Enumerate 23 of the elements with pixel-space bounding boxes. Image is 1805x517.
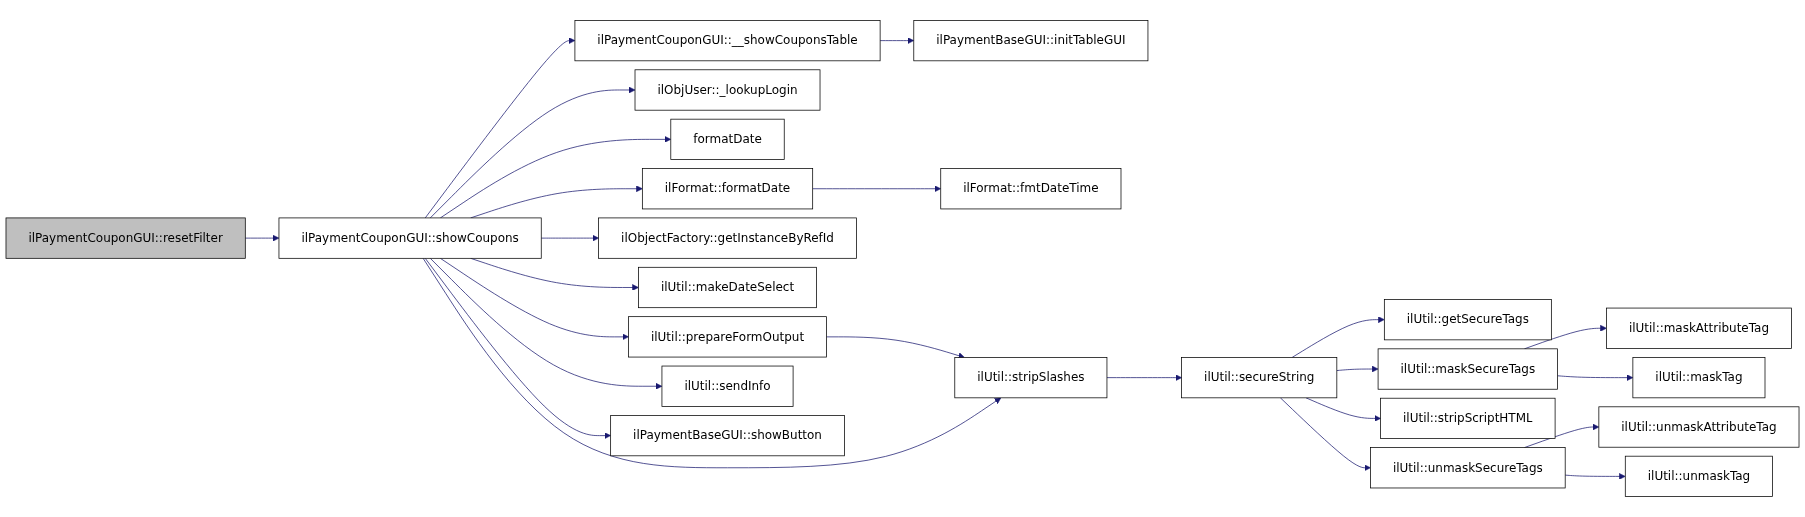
node-box: ilPaymentCouponGUI::__showCouponsTable	[574, 20, 881, 62]
node-box: ilObjUser::_lookupLogin	[634, 69, 821, 111]
node-box: ilUtil::secureString	[1181, 357, 1338, 399]
node-box: ilPaymentCouponGUI::resetFilter	[5, 217, 246, 259]
node-box: ilUtil::unmaskAttributeTag	[1598, 406, 1800, 448]
node-box: formatDate	[670, 118, 785, 160]
node-box: ilFormat::fmtDateTime	[940, 168, 1122, 210]
node-box: ilUtil::sendInfo	[661, 365, 794, 407]
node-box: ilUtil::unmaskSecureTags	[1370, 447, 1566, 489]
node-box: ilUtil::makeDateSelect	[638, 266, 817, 309]
node-box: ilPaymentCouponGUI::showCoupons	[278, 217, 542, 259]
node-box: ilUtil::unmaskTag	[1624, 455, 1773, 497]
node-box: ilUtil::maskAttributeTag	[1606, 307, 1792, 349]
node-box: ilUtil::maskSecureTags	[1377, 348, 1558, 390]
node-box: ilUtil::stripSlashes	[954, 357, 1108, 399]
node-box: ilObjectFactory::getInstanceByRefId	[598, 217, 857, 259]
node-box: ilFormat::formatDate	[641, 168, 814, 210]
node-box: ilPaymentBaseGUI::showButton	[610, 415, 845, 457]
node-box: ilUtil::maskTag	[1632, 357, 1766, 399]
node-box: ilUtil::stripScriptHTML	[1380, 397, 1556, 439]
node-box: ilUtil::prepareFormOutput	[628, 316, 827, 358]
node-box: ilUtil::getSecureTags	[1383, 299, 1552, 341]
node-box: ilPaymentBaseGUI::initTableGUI	[913, 20, 1149, 62]
